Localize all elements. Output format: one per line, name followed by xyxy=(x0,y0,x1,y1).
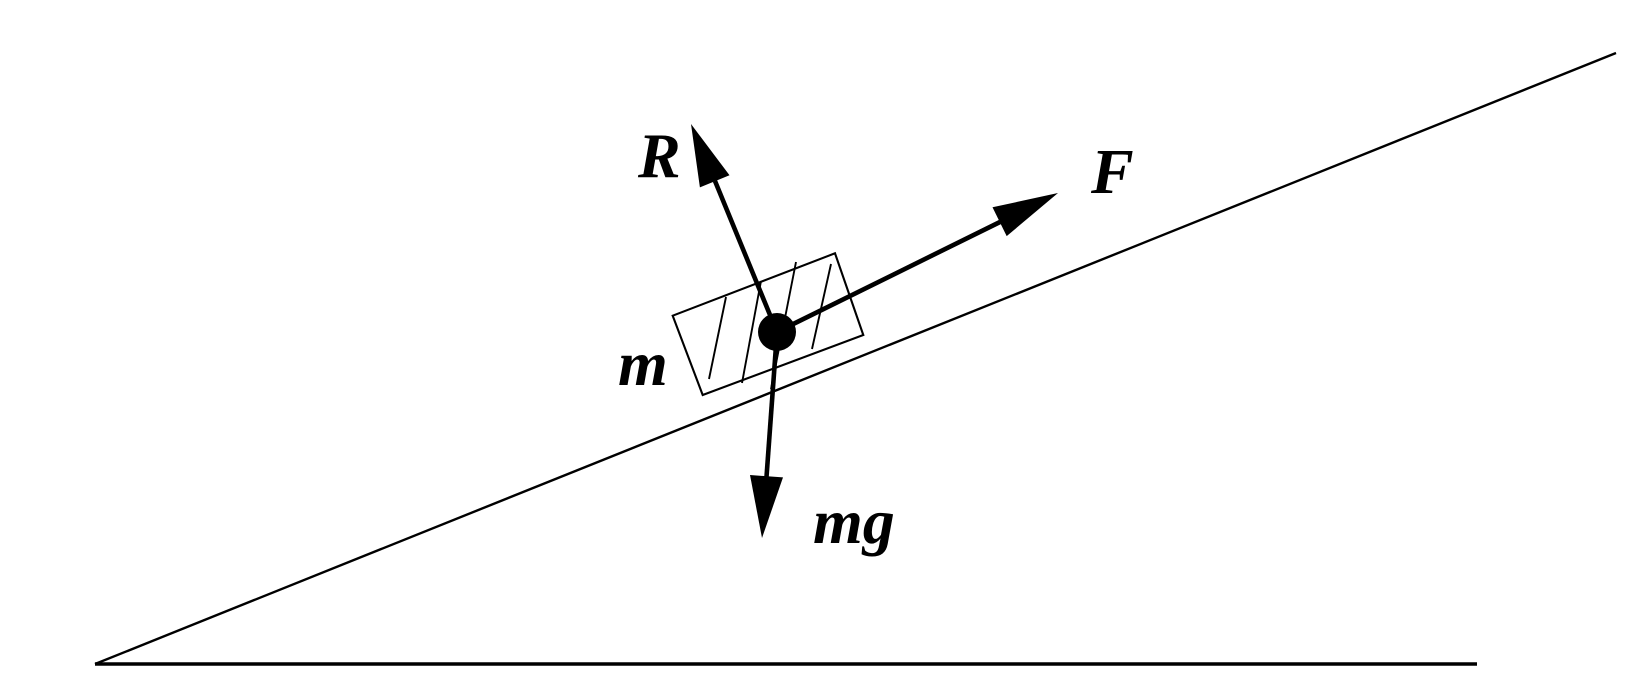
block-hatch-line xyxy=(708,296,727,380)
incline-surface-line xyxy=(94,51,1617,666)
normal-force-arrowhead xyxy=(691,124,730,188)
normal-force-arrow xyxy=(691,124,780,333)
block-hatch-line xyxy=(811,263,832,350)
weight-force-arrow xyxy=(750,331,783,538)
block-outline xyxy=(671,251,865,397)
applied-force-shaft xyxy=(775,219,1002,335)
weight-force-label: mg xyxy=(813,486,895,557)
normal-force-label: R xyxy=(637,120,681,191)
applied-force-arrowhead xyxy=(992,193,1058,237)
mass-point-dot xyxy=(758,313,796,351)
weight-force-arrowhead xyxy=(750,475,783,538)
applied-force-arrow xyxy=(775,193,1058,335)
normal-force-shaft xyxy=(712,180,780,333)
applied-force-label: F xyxy=(1090,136,1134,207)
mass-label: m xyxy=(618,328,668,399)
weight-force-shaft xyxy=(764,331,780,478)
block-hatch-line xyxy=(741,280,762,384)
